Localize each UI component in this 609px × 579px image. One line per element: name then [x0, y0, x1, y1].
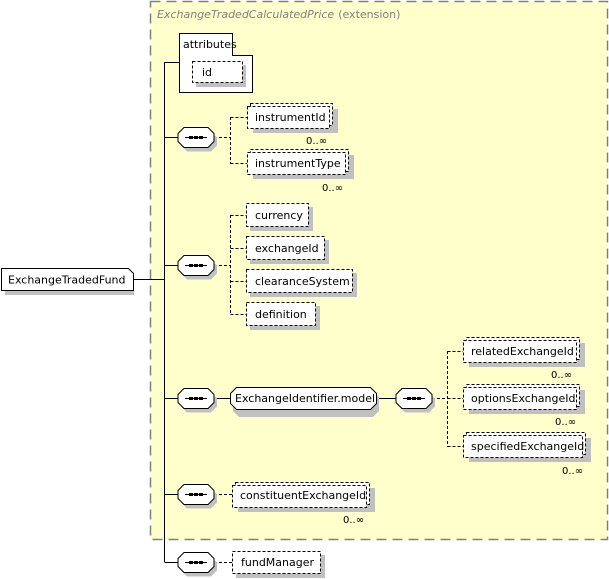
element-relatedExchangeId[interactable]: relatedExchangeId 0..∞: [463, 337, 586, 382]
element-relatedExchangeId-label: relatedExchangeId: [471, 345, 574, 358]
element-exchangeId-label: exchangeId: [255, 242, 319, 255]
element-specifiedExchangeId[interactable]: specifiedExchangeId 0..∞: [463, 432, 592, 478]
element-definition[interactable]: definition: [246, 302, 321, 331]
element-clearanceSystem-label: clearanceSystem: [255, 275, 350, 288]
cardinality-label: 0..∞: [551, 370, 572, 381]
cardinality-label: 0..∞: [306, 136, 327, 147]
attribute-id-label: id: [202, 66, 212, 79]
dashed-connectors: [214, 117, 463, 563]
sequence-dot: [194, 397, 198, 400]
sequence-compositor-icon[interactable]: [177, 127, 217, 152]
attributes-group: attributes id: [179, 33, 253, 93]
attribute-id[interactable]: id: [192, 61, 247, 88]
element-optionsExchangeId[interactable]: optionsExchangeId 0..∞: [463, 384, 586, 429]
attributes-title: attributes: [183, 38, 237, 51]
element-specifiedExchangeId-label: specifiedExchangeId: [471, 440, 584, 453]
sequence-dot: [194, 493, 198, 496]
sequence-dot: [194, 561, 198, 564]
element-definition-label: definition: [255, 308, 307, 321]
extension-suffix: (extension): [338, 8, 400, 21]
cardinality-label: 0..∞: [343, 515, 364, 526]
sequence-dot: [194, 264, 198, 267]
element-optionsExchangeId-label: optionsExchangeId: [471, 392, 576, 405]
element-constituentExchangeId[interactable]: constituentExchangeId 0..∞: [232, 482, 376, 527]
sequence-compositor-icon[interactable]: [177, 388, 217, 413]
element-instrumentType[interactable]: instrumentType 0..∞: [247, 149, 355, 195]
sequence-dot: [199, 136, 203, 139]
element-exchangeId[interactable]: exchangeId: [246, 236, 330, 265]
sequence-compositor-icon[interactable]: [177, 552, 217, 577]
sequence-dot: [199, 264, 203, 267]
element-instrumentId[interactable]: instrumentId 0..∞: [247, 103, 339, 148]
extension-base-type: ExchangeTradedCalculatedPrice: [157, 8, 334, 21]
sequence-dot: [189, 493, 193, 496]
element-fundManager[interactable]: fundManager: [232, 551, 326, 579]
group-ExchangeIdentifier-model[interactable]: ExchangeIdentifier.model: [230, 387, 380, 418]
sequence-dot: [412, 397, 416, 400]
sequence-dot: [189, 561, 193, 564]
cardinality-label: 0..∞: [555, 417, 576, 428]
sequence-dot: [407, 397, 411, 400]
element-clearanceSystem[interactable]: clearanceSystem: [246, 269, 358, 298]
sequence-dot: [199, 397, 203, 400]
sequence-dot: [199, 493, 203, 496]
extension-title: ExchangeTradedCalculatedPrice (extension): [157, 8, 400, 21]
root-element[interactable]: ExchangeTradedFund: [1, 268, 135, 296]
sequence-dot: [189, 264, 193, 267]
element-instrumentType-label: instrumentType: [255, 157, 341, 170]
sequence-dot: [194, 136, 198, 139]
cardinality-label: 0..∞: [562, 466, 583, 477]
sequence-dot: [189, 397, 193, 400]
root-element-label: ExchangeTradedFund: [8, 274, 126, 287]
sequence-compositor-icon[interactable]: [177, 484, 217, 509]
sequence-compositor-icon[interactable]: [395, 388, 435, 413]
sequence-icons: [177, 127, 435, 577]
element-currency-label: currency: [255, 209, 303, 222]
sequence-dot: [199, 561, 203, 564]
element-fundManager-label: fundManager: [241, 556, 314, 569]
cardinality-label: 0..∞: [322, 183, 343, 194]
element-constituentExchangeId-label: constituentExchangeId: [240, 489, 366, 502]
connectors: [133, 62, 396, 563]
sequence-dot: [417, 397, 421, 400]
element-instrumentId-label: instrumentId: [255, 111, 326, 124]
sequence-compositor-icon[interactable]: [177, 255, 217, 280]
sequence-dot: [189, 136, 193, 139]
group-label: ExchangeIdentifier.model: [235, 392, 375, 405]
element-currency[interactable]: currency: [246, 203, 314, 232]
